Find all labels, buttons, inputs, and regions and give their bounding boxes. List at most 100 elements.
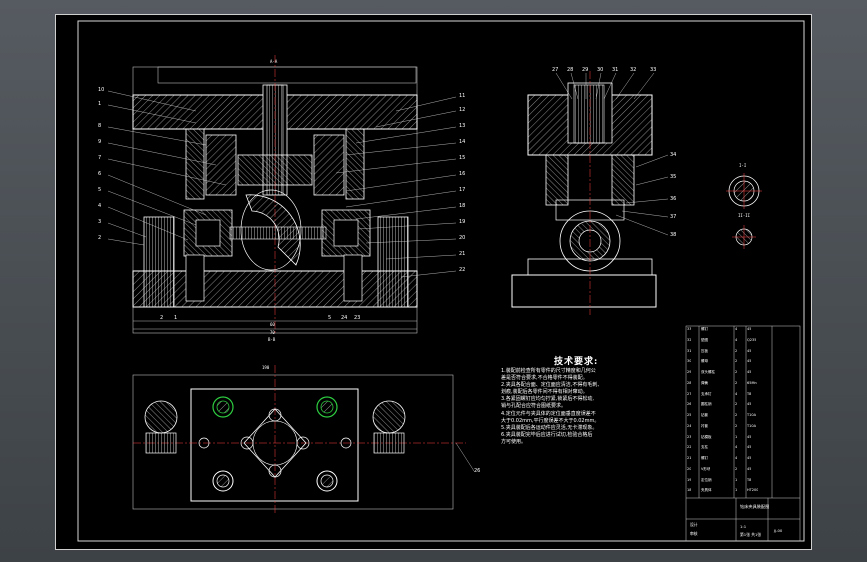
balloon: 2 <box>98 235 102 241</box>
balloon: 17 <box>459 187 466 193</box>
view-label-a: A-A <box>270 59 278 64</box>
bom-cell: 45 <box>747 359 752 364</box>
balloon: 24 <box>341 315 348 321</box>
requirement-line: 1.装配前检查所有零件的尺寸精度和几何公 <box>501 368 596 374</box>
balloon: 2 <box>160 315 164 321</box>
bom-cell: 2 <box>735 423 738 428</box>
bom-cell: 螺钉 <box>701 327 708 331</box>
requirement-line: 销与孔配合应符合图纸要求。 <box>501 403 567 410</box>
balloon: 11 <box>459 93 466 99</box>
dimension-plan: 190 <box>262 365 270 370</box>
bom-cell: 18 <box>687 488 692 493</box>
bom-cell: 30 <box>687 359 692 364</box>
bom-cell: 4 <box>735 391 738 396</box>
requirement-line: 4.定位元件与夹具体的定位面垂直度误差不 <box>501 410 596 417</box>
balloon: 1 <box>98 101 102 107</box>
bom-cell: 45 <box>747 456 752 460</box>
bom-cell: 22 <box>687 445 692 450</box>
bom-cell: 螺母 <box>701 359 708 364</box>
bom-cell: 2 <box>735 413 738 417</box>
bom-cell: 45 <box>747 370 752 374</box>
view-label-b: B-B <box>268 337 276 342</box>
balloon: 22 <box>459 267 466 273</box>
bom-cell: 支承钉 <box>701 391 712 396</box>
drawing-name: 钻床夹具装配图 <box>740 504 770 509</box>
dimension-front: 70 <box>270 330 275 335</box>
balloon: 33 <box>650 67 657 73</box>
balloon: 5 <box>98 187 102 193</box>
bom-cell: 21 <box>687 456 692 460</box>
balloon: 29 <box>582 67 589 73</box>
balloon: 28 <box>567 67 574 73</box>
bom-cell: 定位销 <box>701 477 712 482</box>
bom-cell: 支柱 <box>701 445 708 450</box>
front-section-view <box>107 55 457 335</box>
balloon: 9 <box>98 139 102 145</box>
bom-cell: 钻模板 <box>701 434 712 439</box>
bom-cell: T10A <box>747 413 756 417</box>
bom-cell: 2 <box>735 348 738 353</box>
drawing-code: JJ-00 <box>774 528 783 533</box>
bom-cell: 45 <box>747 466 752 471</box>
balloon: 12 <box>459 107 466 113</box>
detail-views <box>726 173 762 249</box>
balloon: 32 <box>630 67 637 73</box>
bom-cell: 弹簧 <box>701 380 708 385</box>
bom-cell: 2 <box>735 370 738 374</box>
requirement-line: 差是否符合要求,不合格零件不得装配。 <box>501 375 588 382</box>
balloon: 16 <box>459 171 466 177</box>
scale: 1:1 <box>740 524 747 529</box>
requirements-title: 技术要求: <box>554 357 599 367</box>
bom-cell: 双头螺柱 <box>701 370 715 374</box>
bom-cell: 65Mn <box>747 380 757 385</box>
balloon: 15 <box>459 155 466 161</box>
bom-cell: 4 <box>735 337 738 342</box>
bom-cell: 24 <box>687 423 692 428</box>
bom-cell: 20 <box>687 466 692 471</box>
bom-cell: 2 <box>735 380 738 385</box>
requirement-line: 方可使用。 <box>501 438 527 445</box>
bom-cell: T8 <box>747 391 752 396</box>
bom-cell: 1 <box>735 477 738 482</box>
bom-cell: 23 <box>687 434 692 439</box>
requirements-text: 1.装配前检查所有零件的尺寸精度和几何公 差是否符合要求,不合格零件不得装配。 … <box>501 368 621 446</box>
bom-cell: 45 <box>747 402 752 407</box>
requirement-line: 2.夹具各配合面、定位面应清洁,不得有毛刺、 <box>501 382 603 389</box>
balloon: 18 <box>459 203 466 209</box>
balloon: 37 <box>670 214 677 220</box>
drawn-label: 设计 <box>690 522 698 527</box>
balloon: 26 <box>474 468 481 474</box>
balloon: 4 <box>98 203 102 209</box>
detail-label-2: II-II <box>738 213 751 218</box>
bom-cell: 29 <box>687 370 692 374</box>
requirement-line: 6.夹具装配完毕后应进行试切,检验合格后 <box>501 431 593 438</box>
bom-cell: 2 <box>735 402 738 407</box>
bom-cell: 1 <box>735 488 738 493</box>
bom-cell: T10A <box>747 423 756 428</box>
bom-cell: 45 <box>747 348 752 353</box>
detail-label-1: I-I <box>739 163 747 168</box>
balloon: 27 <box>552 67 559 73</box>
requirement-line: 划痕,装配后各零件间不得有相对窜动。 <box>501 389 588 396</box>
balloon: 36 <box>670 196 677 202</box>
plan-view <box>132 365 475 515</box>
balloon: 20 <box>459 235 466 241</box>
bom-cell: 32 <box>687 337 692 342</box>
drawing-sheet: 10 1 8 9 7 6 5 4 3 2 11 12 13 14 15 16 1… <box>55 14 812 550</box>
balloon: 10 <box>98 87 105 93</box>
balloon: 13 <box>459 123 466 129</box>
dimension-front-2: 60 <box>270 322 275 327</box>
balloon: 30 <box>597 67 604 73</box>
bom-cell: 衬套 <box>701 423 708 428</box>
balloon: 23 <box>354 315 361 321</box>
sheet-count: 第1张 共1张 <box>740 532 762 537</box>
